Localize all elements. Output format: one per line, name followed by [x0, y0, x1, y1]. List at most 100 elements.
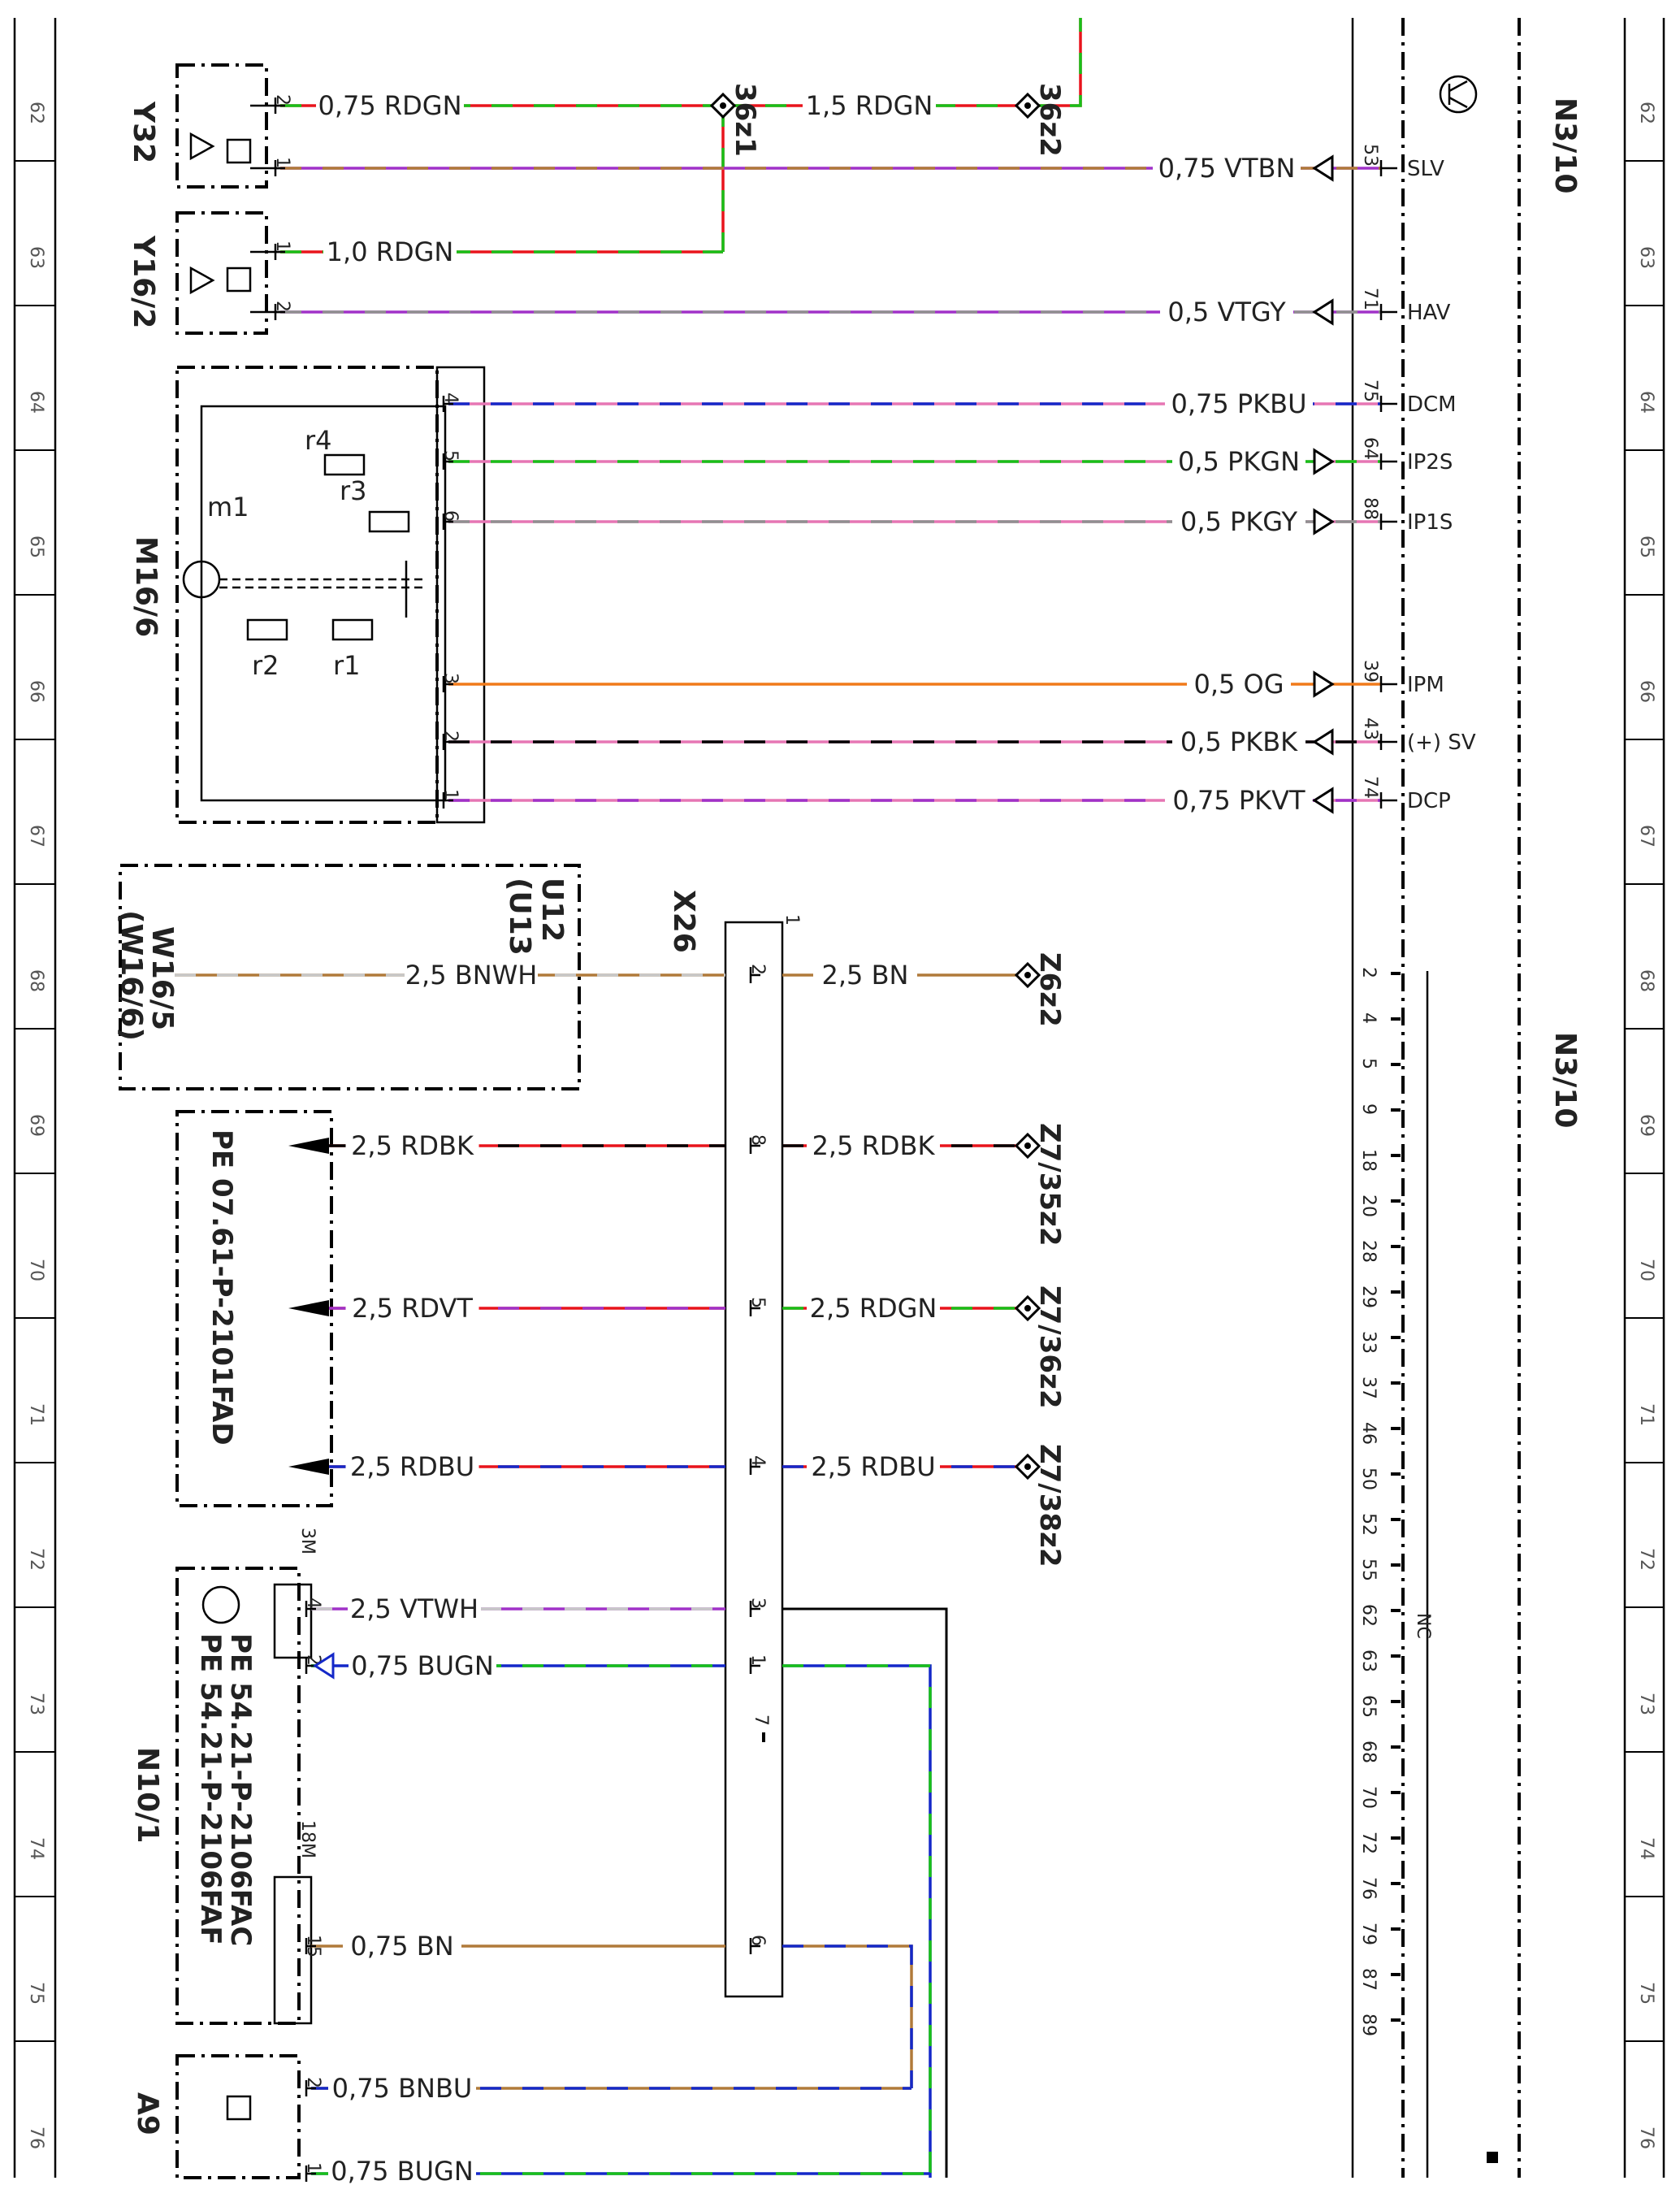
ruler-label-right: 72	[1636, 1548, 1656, 1571]
conn-18m-label: 18M	[297, 1820, 318, 1858]
ecu-sv-pin: 43	[1360, 717, 1380, 740]
label-wire-x26-rdbu-bg	[807, 1449, 940, 1481]
ecu-nc-pin-mark	[1391, 1882, 1401, 1885]
label-wire-sv-bg	[1172, 724, 1305, 757]
m1-label: m1	[207, 492, 249, 522]
wire-x26-6-out-tracer	[782, 1944, 913, 2088]
ecu-nc-pin-mark	[1391, 1472, 1401, 1476]
ecu-nc-pin-mark	[1391, 1654, 1401, 1658]
arrow-ip1s	[1313, 508, 1335, 535]
ecu-nc-pin: 28	[1358, 1240, 1379, 1263]
node-rdbu-dot	[1024, 1463, 1031, 1470]
r1-resistor	[331, 618, 374, 641]
ecu-nc-pin: 79	[1358, 1923, 1379, 1945]
arrow-slv	[1312, 154, 1334, 182]
label-wire-sv: 0,5 PKBK	[1180, 726, 1298, 757]
label-wire-hav: 0,5 VTGY	[1167, 297, 1286, 327]
ecu-71-signal: HAV	[1407, 301, 1451, 325]
ruler-label-right: 63	[1636, 246, 1656, 269]
ruler-label-right: 68	[1636, 969, 1656, 992]
pe-54c-label: PE 54.21-P-2106FAC	[224, 1633, 257, 1946]
label-wire-a9-2: 0,75 BNBU	[332, 2073, 473, 2104]
ruler-label-left: 67	[26, 825, 46, 848]
x26-pin-7: 7	[751, 1715, 771, 1726]
y16-pin-2: 2	[272, 301, 292, 312]
x26-pin1-label: 1	[782, 914, 802, 926]
ecu-nc-pin: 50	[1358, 1468, 1379, 1490]
label-wire-hav-bg	[1160, 294, 1293, 327]
ruler-label-left: 73	[26, 1693, 46, 1715]
nc-label: NC	[1413, 1613, 1433, 1639]
r2-resistor	[246, 618, 288, 641]
m16-pin-dcm-terminal	[442, 396, 453, 412]
n10-1-frame	[175, 1567, 301, 2025]
arrow-ipm	[1313, 670, 1335, 698]
m16-6-internal	[200, 405, 447, 802]
node-36z1-dot	[720, 102, 726, 109]
label-wire-ipm-bg	[1187, 666, 1291, 699]
ruler-label-right: 75	[1636, 1982, 1656, 2005]
label-wire-36z: 1,5 RDGN	[806, 90, 933, 121]
label-wire-dcp: 0,75 PKVT	[1172, 785, 1305, 816]
x26-pin-3: 3	[747, 1598, 768, 1609]
w16-6-label: (W16/6)	[115, 910, 148, 1041]
m16-pin-ipm: 3	[440, 673, 461, 684]
u13-label: (U13)	[503, 878, 536, 969]
label-wire-x26-2-bg	[813, 957, 917, 990]
label-wire-n10-4-bg	[348, 1591, 481, 1624]
n10-1-label: N10/1	[131, 1747, 164, 1843]
ecu-nc-pin: 29	[1358, 1285, 1379, 1308]
ecu-nc-pin: 63	[1358, 1650, 1379, 1672]
y16-pin-1-terminal	[274, 244, 285, 260]
label-wire-x26-rdbu: 2,5 RDBU	[811, 1451, 935, 1482]
node-36z2: 36z2	[1033, 83, 1066, 157]
ruler-label-right: 64	[1636, 391, 1656, 414]
ruler-label-right: 71	[1636, 1403, 1656, 1426]
ruler-label-left: 70	[26, 1259, 46, 1281]
y16-pin-2-terminal	[274, 304, 285, 320]
ecu-dcp-signal: DCP	[1407, 789, 1451, 813]
label-wire-pe-rdvt-bg	[345, 1290, 479, 1323]
m16-pin-ipm-terminal	[442, 676, 453, 692]
a9-pin-1: 1	[303, 2162, 323, 2174]
ecu-nc-pin: 46	[1358, 1422, 1379, 1445]
label-wire-ipm: 0,5 OG	[1193, 669, 1284, 700]
n10-pin-15: 15	[303, 1935, 323, 1957]
ecu-sv-signal: (+) SV	[1407, 731, 1476, 755]
n10-1-conn-3m	[273, 1583, 313, 1659]
ecu-nc-pin: 20	[1358, 1194, 1379, 1217]
node-36z1: 36z1	[729, 83, 761, 157]
ecu-nc-pin-mark	[1391, 1836, 1401, 1840]
x26-pin-rdbu-terminal	[749, 1459, 760, 1475]
pe-07-label: PE 07.61-P-2101FAD	[206, 1129, 238, 1446]
ecu-ip1s-pin: 88	[1360, 497, 1380, 520]
m16-pin-ip1s: 6	[440, 510, 461, 522]
ecu-53-pin: 53	[1360, 144, 1380, 167]
ecu-nc-pin-mark	[1391, 1700, 1401, 1703]
ecu-nc-pin: 52	[1358, 1513, 1379, 1536]
ecu-nc-pin-mark	[1391, 2018, 1401, 2022]
label-wire-pe-rdbu: 2,5 RDBU	[350, 1451, 474, 1482]
label-wire-n10-15-bg	[343, 1928, 461, 1961]
y32-coil-icon	[226, 138, 252, 164]
n10-1-block: 3M 18M PE 54.21-P-2106FAC PE 54.21-P-210…	[131, 1528, 318, 2025]
label-wire-dcm-bg	[1165, 386, 1313, 418]
ecu-ip1s-signal: IP1S	[1407, 510, 1453, 535]
y16-2-label: Y16/2	[127, 235, 160, 328]
arrow-sv	[1312, 728, 1334, 756]
a9-component: A9	[131, 2054, 301, 2179]
label-wire-ip1s: 0,5 PKGY	[1180, 506, 1298, 537]
ecu-nc-pin-mark	[1391, 1336, 1401, 1339]
label-wire-ip2s: 0,5 PKGN	[1178, 446, 1300, 477]
y16-2-coil-icon	[226, 267, 252, 293]
ecu-nc-pin-mark	[1391, 1381, 1401, 1385]
ecu-nc-pin-mark	[1391, 1017, 1401, 1021]
label-wire-a9-1: 0,75 BUGN	[331, 2156, 474, 2185]
ruler-label-right: 76	[1636, 2126, 1656, 2149]
ecu-nc-pin-mark	[1391, 1973, 1401, 1976]
label-wire-pe-rdvt: 2,5 RDVT	[352, 1293, 473, 1324]
label-wire-dcp-bg	[1165, 783, 1313, 815]
label-wire-x26-rdbk: 2,5 RDBK	[812, 1130, 936, 1161]
pe-54f-label: PE 54.21-P-2106FAF	[194, 1633, 227, 1945]
